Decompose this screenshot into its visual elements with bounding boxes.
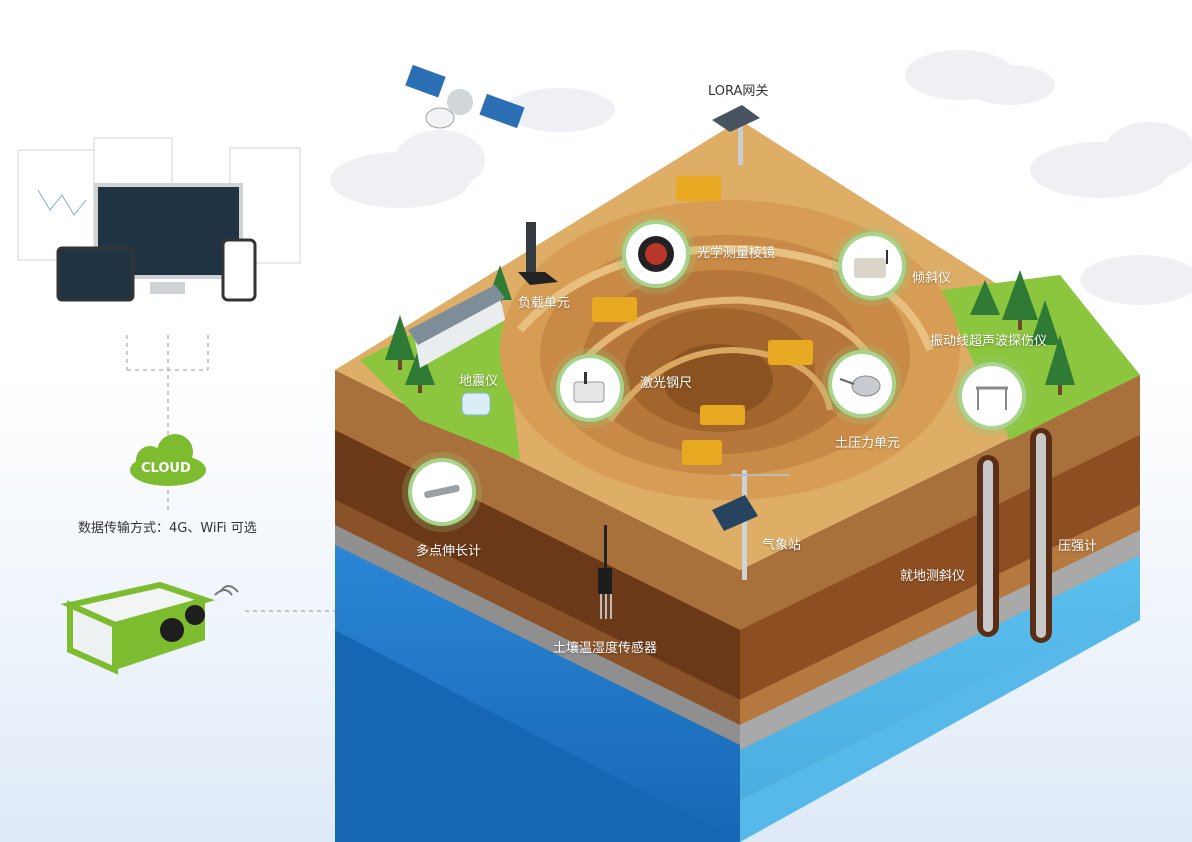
earth-pressure-badge bbox=[828, 350, 896, 418]
dashboard-screens bbox=[17, 137, 301, 302]
in-place-inclinometer-label: 就地测斜仪 bbox=[900, 569, 966, 584]
building bbox=[408, 285, 505, 368]
open-pit bbox=[500, 200, 960, 500]
pressure-cell-icon bbox=[839, 375, 881, 397]
optical-prism-label: 光学测量棱镜 bbox=[697, 246, 776, 261]
satellite-icon bbox=[405, 64, 525, 129]
cloud-icon bbox=[130, 434, 206, 486]
load-cell-icon bbox=[518, 222, 558, 285]
weather-station-label: 气象站 bbox=[762, 538, 802, 553]
weather-station-icon bbox=[712, 470, 790, 580]
grass-right bbox=[940, 275, 1140, 440]
seismometer-label: 地震仪 bbox=[459, 374, 499, 389]
laser-ruler-badge bbox=[556, 354, 624, 422]
boreholes bbox=[977, 428, 1052, 643]
vibrating-wire-icon bbox=[976, 386, 1008, 410]
soil-sensor-label: 土壤温湿度传感器 bbox=[553, 641, 658, 656]
prism-icon bbox=[638, 236, 674, 272]
trees bbox=[385, 265, 1075, 395]
inclinometer-label: 倾斜仪 bbox=[912, 271, 952, 286]
laser-ruler-label: 激光钢尺 bbox=[640, 376, 693, 391]
lora-gateway-icon bbox=[712, 105, 760, 165]
lora-gateway-label: LORA网关 bbox=[708, 84, 769, 99]
transmission-caption: 数据传输方式：4G、WiFi 可选 bbox=[78, 521, 257, 536]
extensometer-label: 多点伸长计 bbox=[416, 544, 482, 559]
load-cell-label: 负载单元 bbox=[518, 296, 571, 311]
earth-pressure-label: 土压力单元 bbox=[835, 436, 901, 451]
piezometer-label: 压强计 bbox=[1058, 539, 1098, 554]
extensometer-icon bbox=[424, 484, 460, 499]
extensometer-badge bbox=[408, 458, 476, 526]
mining-trucks bbox=[592, 176, 813, 465]
seismometer-icon bbox=[461, 392, 491, 416]
data-logger-device bbox=[60, 581, 239, 675]
background-clouds bbox=[330, 50, 1192, 305]
soil-sensor-icon bbox=[598, 525, 612, 619]
inclinometer-badge bbox=[838, 232, 906, 300]
laser-ruler-icon bbox=[573, 372, 605, 403]
cloud-label: CLOUD bbox=[141, 461, 191, 476]
vibrating-wire-label: 振动线超声波探伤仪 bbox=[930, 334, 1048, 349]
inclinometer-icon bbox=[854, 250, 888, 278]
vibrating-wire-badge bbox=[958, 362, 1026, 430]
optical-prism-badge bbox=[622, 220, 690, 288]
